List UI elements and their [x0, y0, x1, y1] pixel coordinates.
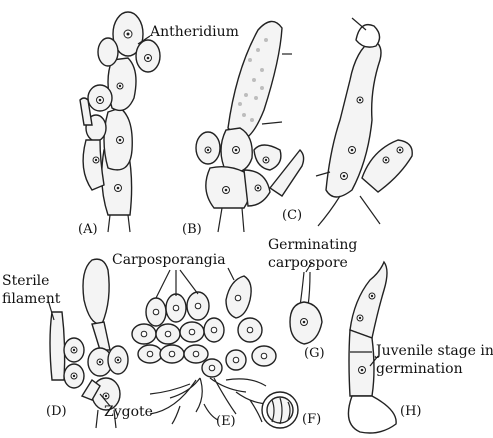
drawing-b — [196, 21, 304, 232]
panel-d-label: (D) — [46, 404, 67, 420]
carposporangia-label: Carposporangia — [112, 252, 226, 268]
germinating-carpospore-label: Germinating carpospore — [268, 236, 357, 272]
antheridium-label: Antheridium — [150, 24, 239, 40]
panel-a-label: (A) — [78, 222, 98, 238]
sterile-filament-label: Sterile filament — [2, 272, 60, 308]
drawing-d — [50, 259, 128, 428]
drawing-c — [316, 18, 412, 226]
panel-g-label: (G) — [304, 346, 325, 362]
panel-h-label: (H) — [400, 404, 421, 420]
drawing-e — [132, 276, 276, 424]
panel-e-label: (E) — [216, 414, 236, 430]
juvenile-stage-label: Juvenile stage in germination — [376, 342, 493, 378]
panel-b-label: (B) — [182, 222, 202, 238]
drawing-a — [80, 12, 160, 232]
drawing-g — [290, 272, 322, 344]
drawing-f — [262, 392, 298, 428]
zygote-label: Zygote — [104, 404, 153, 420]
panel-c-label: (C) — [282, 208, 302, 224]
panel-f-label: (F) — [302, 412, 321, 428]
